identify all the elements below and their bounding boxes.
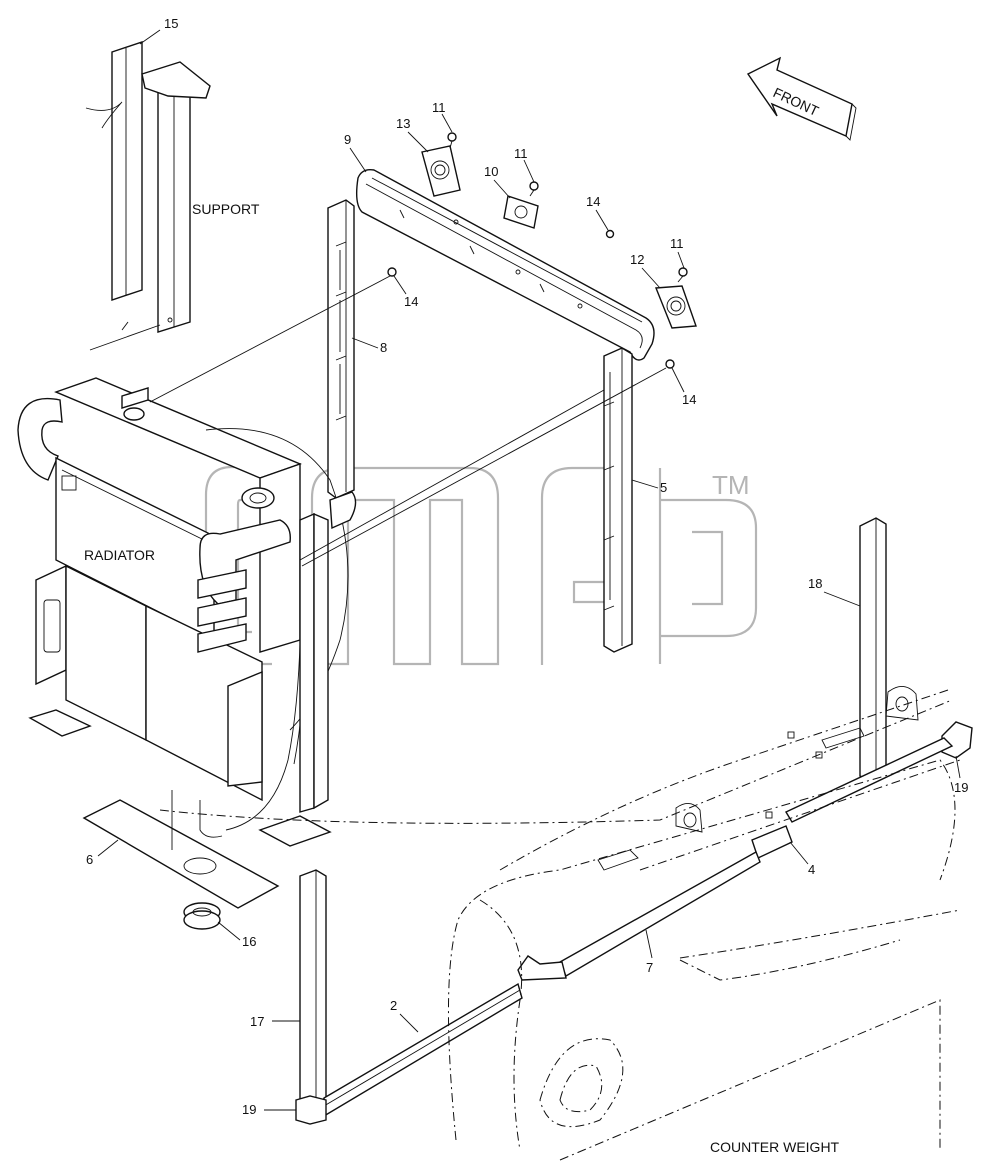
callout-15: 15 (164, 16, 178, 31)
radiator-assembly (17, 377, 357, 847)
callout-2: 2 (390, 998, 397, 1013)
seal-4 (751, 737, 954, 859)
seal-19-left (295, 1095, 327, 1125)
bolt-14-b (387, 267, 397, 277)
callout-10: 10 (484, 164, 498, 179)
counter-weight-label: COUNTER WEIGHT (710, 1139, 840, 1155)
callout-7: 7 (646, 960, 653, 975)
callout-18: 18 (808, 576, 822, 591)
trademark-mark: TM (712, 470, 750, 500)
callout-14-a: 14 (586, 194, 600, 209)
seal-7 (517, 850, 761, 981)
radiator-label: RADIATOR (84, 547, 155, 563)
plate-6 (82, 790, 280, 909)
callout-11-c: 11 (670, 236, 684, 251)
bolt-14-a (605, 229, 615, 239)
callout-4: 4 (808, 862, 815, 877)
seal-right-5 (603, 347, 633, 653)
plate-10 (503, 195, 539, 229)
callout-13: 13 (396, 116, 410, 131)
counter-weight-outline (159, 686, 961, 1161)
support-bracket-15 (85, 41, 211, 351)
callout-17: 17 (250, 1014, 264, 1029)
callout-9: 9 (344, 132, 351, 147)
bolt-14-c (665, 359, 675, 369)
callout-6: 6 (86, 852, 93, 867)
callout-14-c: 14 (682, 392, 696, 407)
callout-11-b: 11 (514, 146, 528, 161)
callout-8: 8 (380, 340, 387, 355)
support-label: SUPPORT (192, 201, 260, 217)
grommet-16 (183, 902, 221, 930)
bolt-11-c (677, 267, 688, 283)
plate-12 (654, 285, 697, 329)
bolt-11-b (529, 181, 539, 197)
plate-13 (421, 145, 461, 197)
bolt-11-a (447, 132, 457, 149)
front-direction-arrow: FRONT (746, 56, 857, 141)
callout-12: 12 (630, 252, 644, 267)
seal-2 (323, 982, 523, 1118)
watermark-logo: TM (204, 465, 758, 666)
callout-19-left: 19 (242, 1102, 256, 1117)
callout-16: 16 (242, 934, 256, 949)
seal-19-right (941, 721, 973, 759)
callout-19-right: 19 (954, 780, 968, 795)
callout-5: 5 (660, 480, 667, 495)
callout-14-b: 14 (404, 294, 418, 309)
seal-top-9 (355, 168, 655, 361)
post-18 (859, 517, 887, 781)
callout-11-a: 11 (432, 100, 446, 115)
post-17 (299, 869, 327, 1105)
seal-left-8 (327, 199, 355, 499)
